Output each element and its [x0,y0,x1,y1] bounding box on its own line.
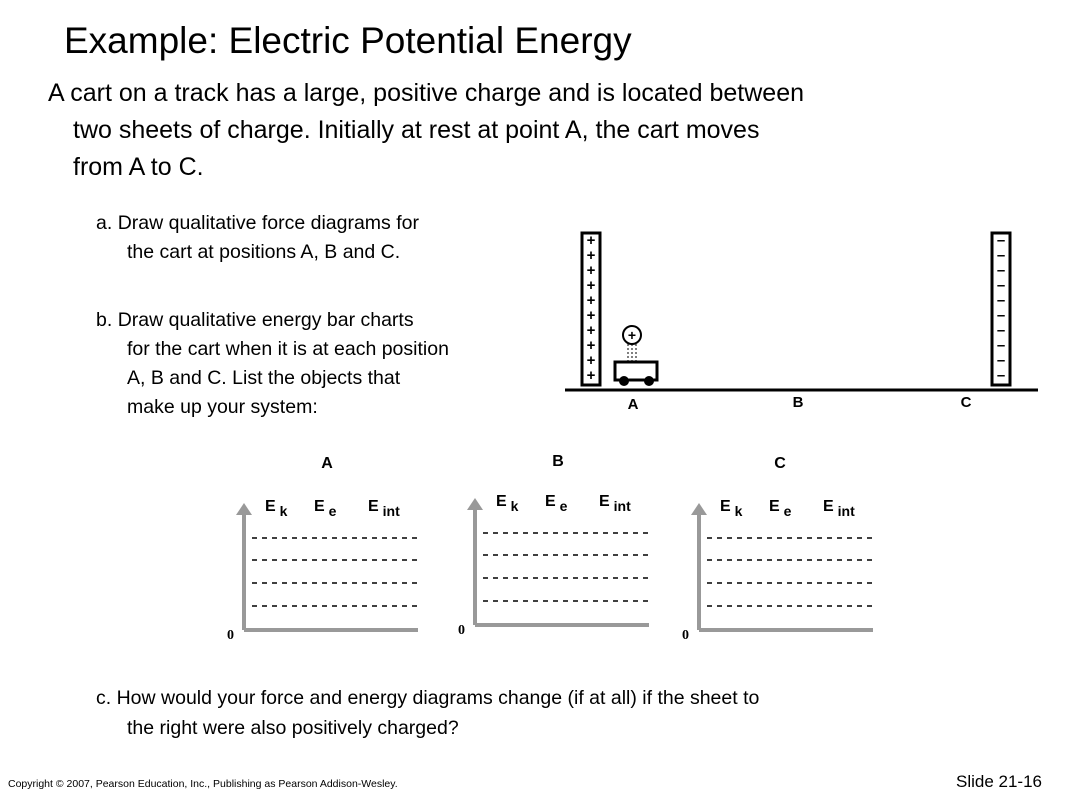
left-sheet-sign: + [587,247,596,264]
cart-wheel-left [619,376,629,386]
question-c: c. How would your force and energy diagr… [96,683,759,743]
left-sheet-sign: + [587,367,596,384]
right-sheet-charges: –––––––––– [997,232,1005,384]
right-sheet-sign: – [997,247,1005,264]
right-sheet-sign: – [997,292,1005,309]
question-b: b. Draw qualitative energy bar charts fo… [96,306,554,422]
right-sheet-sign: – [997,367,1005,384]
question-b-line-4: make up your system: [127,396,318,418]
right-sheet-sign: – [997,337,1005,354]
axis-arrow-icon [236,503,252,515]
right-sheet-sign: – [997,262,1005,279]
energy-chart-c-title: C [774,455,786,472]
energy-axis-zero: 0 [682,628,689,643]
question-b-line-3: A, B and C. List the objects that [127,367,401,389]
cart: + [613,325,659,386]
right-sheet-sign: – [997,322,1005,339]
left-sheet-sign: + [587,337,596,354]
left-sheet-sign: + [587,307,596,324]
left-charged-sheet [580,231,602,387]
question-a-line-1: Draw qualitative force diagrams for [117,212,419,234]
question-c-line-1: How would your force and energy diagrams… [111,687,760,709]
question-b-line-1: Draw qualitative energy bar charts [117,309,414,331]
question-a-line-2: the cart at positions A, B and C. [127,241,401,263]
left-sheet-sign: + [587,322,596,339]
position-label-b: B [793,394,804,411]
position-label-c: C [961,394,972,411]
intro-paragraph: A cart on a track has a large, positive … [48,75,1048,186]
position-label-a: A [628,396,639,413]
cart-wheel-right [644,376,654,386]
energy-axis-zero: 0 [227,628,234,643]
left-sheet-sign: + [587,292,596,309]
left-sheet-sign: + [587,352,596,369]
question-a: a. Draw qualitative force diagrams for t… [96,209,419,267]
question-c-label: c. [96,687,112,709]
left-sheet-sign: + [587,277,596,294]
right-sheet-sign: – [997,352,1005,369]
slide-number: Slide 21-16 [956,772,1043,791]
question-c-line-2: the right were also positively charged? [127,717,459,739]
copyright-notice: Copyright © 2007, Pearson Education, Inc… [8,778,398,790]
left-sheet-sign: + [587,232,596,249]
intro-line-1: A cart on a track has a large, positive … [48,79,805,107]
axis-arrow-icon [467,498,483,510]
left-sheet-sign: + [587,262,596,279]
energy-chart-a-title: A [321,455,333,472]
question-b-line-2: for the cart when it is at each position [127,338,449,360]
track-figure: ++++++++++ –––––––––– + A B C [565,231,1038,413]
slide-title: Example: Electric Potential Energy [64,20,632,61]
intro-line-2: two sheets of charge. Initially at rest … [73,116,760,144]
right-sheet-sign: – [997,232,1005,249]
right-charged-sheet [990,231,1012,387]
energy-axis-zero: 0 [458,623,465,638]
question-b-label: b. [96,309,113,331]
left-sheet-charges: ++++++++++ [587,232,596,384]
cart-charge-sign: + [628,327,636,343]
axis-arrow-icon [691,503,707,515]
cart-body [613,360,659,382]
question-a-label: a. [96,212,113,234]
right-sheet-sign: – [997,307,1005,324]
intro-line-3: from A to C. [73,153,204,181]
energy-chart-b-title: B [552,453,564,470]
right-sheet-sign: – [997,277,1005,294]
